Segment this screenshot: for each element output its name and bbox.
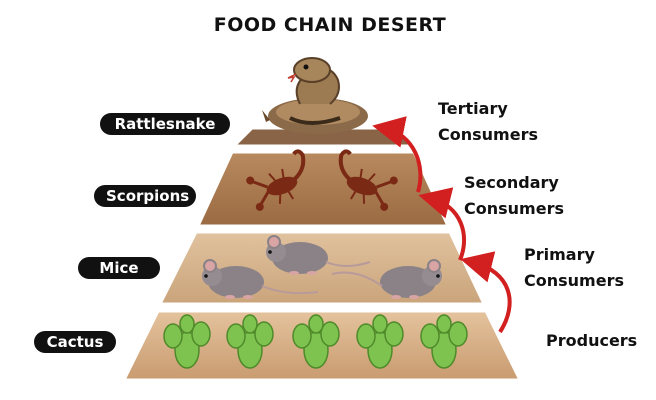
arrow-scorpions-to-snake — [372, 116, 423, 193]
label-rattlesnake: Rattlesnake — [100, 113, 230, 135]
tertiary-line2: Consumers — [438, 125, 538, 144]
secondary-line1: Secondary — [464, 173, 559, 192]
label-cactus: Cactus — [34, 331, 116, 353]
primary-line2: Consumers — [524, 271, 624, 290]
label-mice: Mice — [78, 257, 160, 279]
arrow-cactus-to-mice — [460, 251, 512, 334]
tertiary-line1: Tertiary — [438, 99, 508, 118]
primary-consumers-label: Primary Consumers — [524, 242, 624, 294]
snake-icon — [262, 57, 368, 134]
primary-line1: Primary — [524, 245, 595, 264]
secondary-consumers-label: Secondary Consumers — [464, 170, 564, 222]
producers-line1: Producers — [546, 331, 638, 350]
scorpion-icon — [246, 149, 398, 211]
tertiary-consumers-label: Tertiary Consumers — [438, 96, 538, 148]
arrow-mice-to-scorpions — [418, 187, 466, 261]
producers-label: Producers — [546, 328, 637, 354]
secondary-line2: Consumers — [464, 199, 564, 218]
diagram-title: FOOD CHAIN DESERT — [213, 14, 447, 36]
tier-scorpions — [195, 150, 451, 228]
cactus-icon — [163, 314, 468, 369]
mouse-icon — [202, 235, 442, 299]
label-scorpions: Scorpions — [94, 185, 196, 207]
